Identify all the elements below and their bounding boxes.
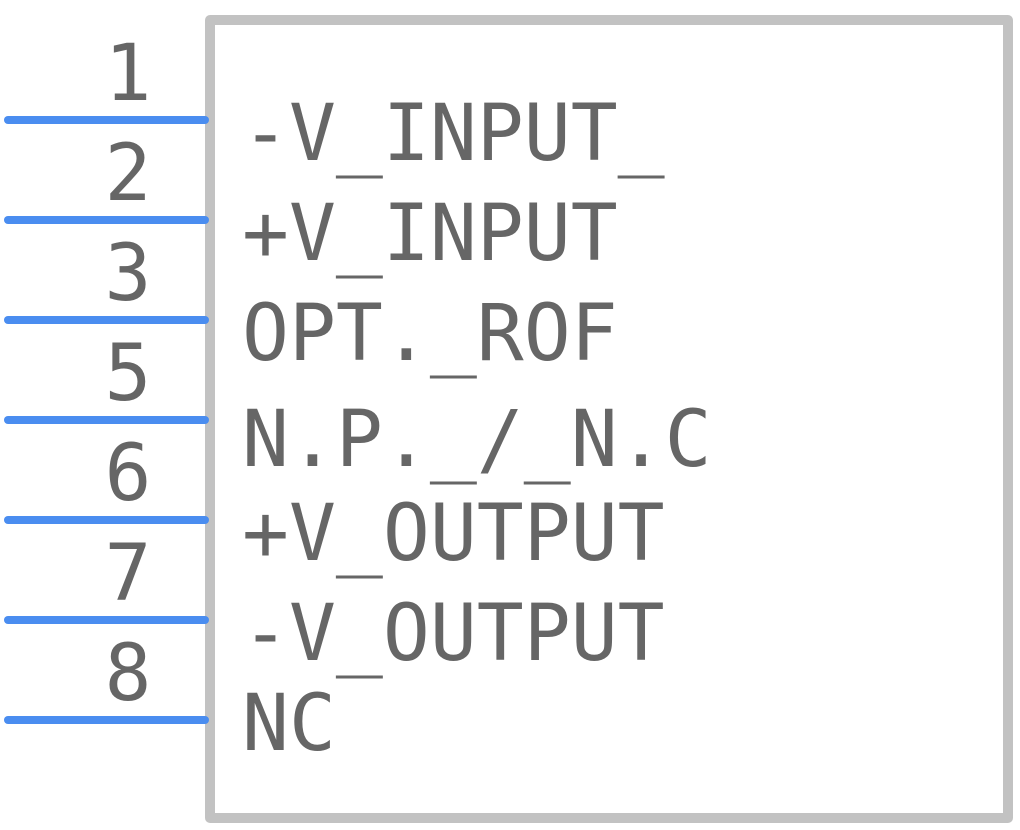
pin-2-label: +V_INPUT [242, 189, 618, 279]
pin-7-number: 7 [105, 529, 152, 619]
pin-7: 7 -V_OUTPUT [4, 529, 665, 679]
pin-3: 3 OPT._ROF [4, 229, 618, 379]
pin-2-number: 2 [105, 129, 152, 219]
pin-6-label: +V_OUTPUT [242, 489, 665, 579]
pin-6-number: 6 [105, 429, 152, 519]
pin-5: 5 N.P._/_N.C [4, 329, 712, 485]
pin-6: 6 +V_OUTPUT [4, 429, 665, 579]
pin-8-number: 8 [105, 629, 152, 719]
pin-5-label: N.P._/_N.C [242, 395, 712, 485]
pin-5-number: 5 [105, 329, 152, 419]
pin-2: 2 +V_INPUT [4, 129, 618, 279]
pin-1: 1 -V_INPUT_ [4, 29, 665, 179]
pin-7-label: -V_OUTPUT [242, 589, 665, 679]
pin-3-label: OPT._ROF [242, 289, 618, 379]
component-body [205, 15, 1013, 823]
pin-1-label: -V_INPUT_ [242, 89, 665, 179]
pin-8-label: NC [242, 679, 336, 769]
pin-1-number: 1 [105, 29, 152, 119]
pin-3-number: 3 [105, 229, 152, 319]
pin-8: 8 NC [4, 629, 336, 769]
